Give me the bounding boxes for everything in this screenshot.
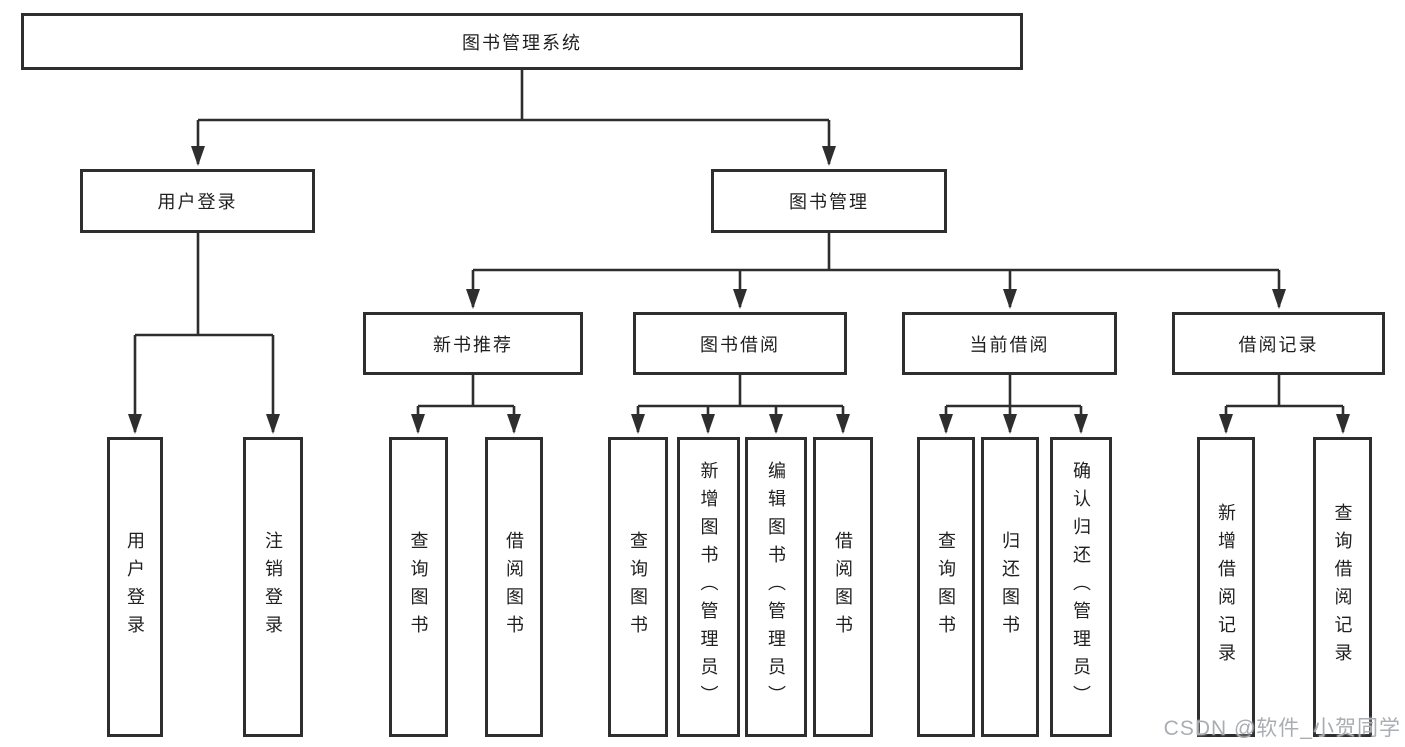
- node-label: 借阅图书: [504, 531, 524, 643]
- node-label: 图书借阅: [700, 334, 780, 355]
- node-label: 新增图书（管理员）: [698, 461, 719, 713]
- node-label: 新增借阅记录: [1216, 503, 1236, 671]
- leaf-newbook-query-books: 查询图书: [389, 437, 448, 737]
- node-label: 查询图书: [408, 531, 429, 643]
- node-label: 当前借阅: [969, 334, 1050, 355]
- leaf-user-login: 用户登录: [107, 437, 163, 737]
- leaf-borrow-query-books: 查询图书: [608, 437, 668, 737]
- node-label: 用户登录: [125, 531, 145, 643]
- node-user-login: 用户登录: [80, 169, 315, 233]
- node-borrow-records: 借阅记录: [1172, 312, 1385, 375]
- node-label: 图书管理: [789, 192, 869, 212]
- leaf-logout: 注销登录: [243, 437, 303, 737]
- node-label: 借阅图书: [833, 531, 853, 643]
- leaf-borrow-book: 借阅图书: [813, 437, 873, 737]
- node-label: 新书推荐: [433, 334, 513, 355]
- node-label: 图书管理系统: [462, 32, 582, 53]
- leaf-edit-book-admin: 编辑图书（管理员）: [745, 437, 807, 737]
- node-label: 查询图书: [936, 531, 956, 643]
- csdn-watermark: CSDN @软件_小贺同学: [1163, 717, 1401, 740]
- leaf-current-query-books: 查询图书: [917, 437, 975, 737]
- node-label: 查询借阅记录: [1332, 503, 1353, 671]
- node-new-book-recommend: 新书推荐: [363, 312, 583, 375]
- node-label: 确认归还（管理员）: [1071, 461, 1091, 713]
- node-label: 借阅记录: [1238, 334, 1319, 355]
- node-book-borrow: 图书借阅: [633, 312, 847, 375]
- node-label: 注销登录: [263, 531, 283, 643]
- node-label: 编辑图书（管理员）: [766, 461, 786, 713]
- node-label: 查询图书: [628, 531, 648, 643]
- leaf-newbook-borrow-books: 借阅图书: [485, 437, 543, 737]
- node-current-borrow: 当前借阅: [902, 312, 1117, 375]
- node-book-management: 图书管理: [711, 169, 947, 233]
- node-label: 归还图书: [1000, 531, 1020, 643]
- leaf-add-borrow-record: 新增借阅记录: [1197, 437, 1255, 737]
- node-library-management-system: 图书管理系统: [21, 13, 1023, 70]
- leaf-add-book-admin: 新增图书（管理员）: [677, 437, 740, 737]
- node-label: 用户登录: [157, 192, 238, 212]
- leaf-return-book: 归还图书: [981, 437, 1039, 737]
- leaf-confirm-return-admin: 确认归还（管理员）: [1050, 437, 1112, 737]
- leaf-query-borrow-record: 查询借阅记录: [1313, 437, 1372, 737]
